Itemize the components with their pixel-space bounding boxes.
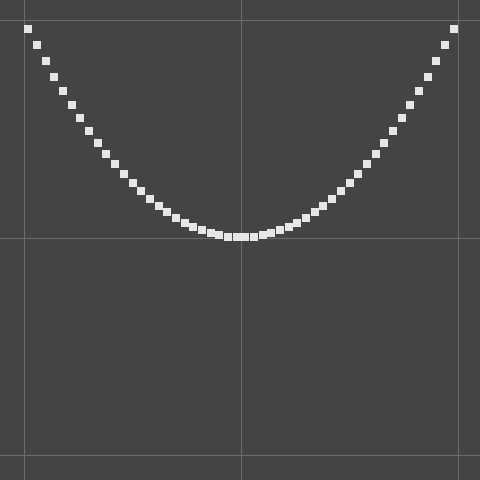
data-point-0-27 — [259, 231, 267, 239]
data-point-0-7 — [85, 127, 93, 135]
data-point-0-0 — [24, 25, 32, 33]
data-point-0-5 — [68, 101, 76, 109]
data-point-0-9 — [102, 150, 110, 158]
data-point-0-3 — [50, 73, 58, 81]
data-point-0-15 — [155, 202, 163, 210]
data-point-0-33 — [311, 208, 319, 216]
data-point-0-24 — [233, 233, 241, 241]
data-point-0-16 — [163, 208, 171, 216]
data-point-0-14 — [146, 195, 154, 203]
data-point-0-48 — [441, 41, 449, 49]
data-point-0-22 — [215, 231, 223, 239]
data-point-0-28 — [267, 229, 275, 237]
data-point-0-8 — [94, 139, 102, 147]
data-point-0-4 — [59, 87, 67, 95]
data-point-0-47 — [432, 57, 440, 65]
data-point-0-17 — [172, 214, 180, 222]
data-point-0-13 — [137, 187, 145, 195]
data-point-0-21 — [207, 229, 215, 237]
data-point-0-43 — [398, 114, 406, 122]
data-points — [24, 25, 458, 241]
data-point-0-44 — [406, 101, 414, 109]
data-point-0-34 — [319, 202, 327, 210]
data-point-0-20 — [198, 226, 206, 234]
data-point-0-46 — [424, 73, 432, 81]
data-point-0-26 — [250, 233, 258, 241]
data-point-0-19 — [189, 223, 197, 231]
data-point-0-23 — [224, 233, 232, 241]
data-point-0-36 — [337, 187, 345, 195]
data-point-0-45 — [415, 87, 423, 95]
data-point-0-49 — [450, 25, 458, 33]
data-point-0-37 — [346, 179, 354, 187]
data-point-0-42 — [389, 127, 397, 135]
data-point-0-11 — [120, 170, 128, 178]
data-point-0-25 — [241, 233, 249, 241]
data-point-0-2 — [42, 57, 50, 65]
data-point-0-39 — [363, 160, 371, 168]
data-point-0-31 — [293, 219, 301, 227]
data-point-0-32 — [302, 214, 310, 222]
data-point-0-1 — [33, 41, 41, 49]
data-point-0-30 — [285, 223, 293, 231]
data-point-0-10 — [111, 160, 119, 168]
data-point-0-6 — [76, 114, 84, 122]
data-point-0-29 — [276, 226, 284, 234]
data-point-0-35 — [328, 195, 336, 203]
data-point-0-40 — [372, 150, 380, 158]
data-point-0-38 — [354, 170, 362, 178]
data-point-0-12 — [129, 179, 137, 187]
data-point-0-18 — [181, 219, 189, 227]
data-point-0-41 — [380, 139, 388, 147]
